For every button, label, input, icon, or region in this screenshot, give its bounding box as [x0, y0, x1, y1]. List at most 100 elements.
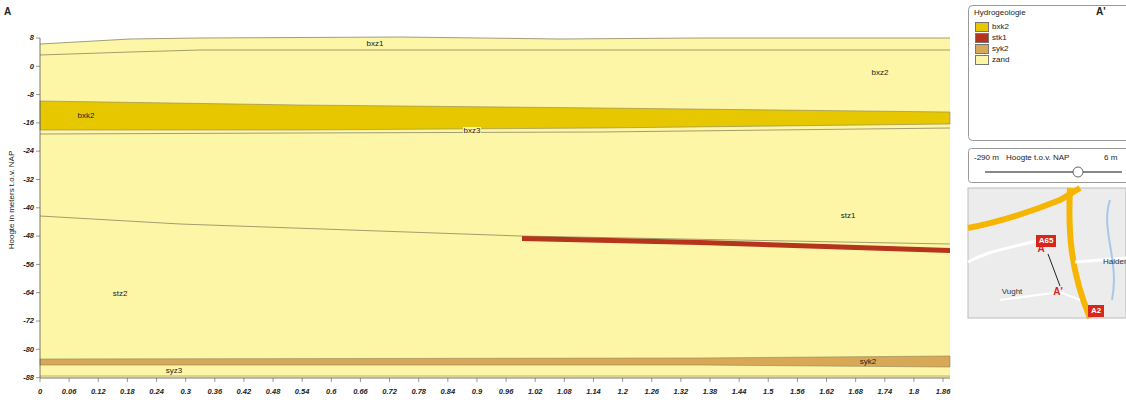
axis-tick-mark: [331, 378, 332, 382]
axis-tick-mark: [709, 378, 710, 382]
axis-tick-mark: [651, 378, 652, 382]
road-number: A65: [1039, 236, 1054, 245]
axis-tick-mark: [739, 378, 740, 382]
axis-tick: 1.26: [644, 388, 659, 396]
axis-tick: 8: [30, 34, 34, 42]
layer-label: bxk2: [78, 112, 95, 120]
map-marker: A': [1053, 287, 1063, 297]
layer-label: stz2: [113, 290, 128, 298]
axis-tick-mark: [36, 207, 40, 208]
axis-tick-mark: [36, 38, 40, 39]
axis-tick-mark: [447, 378, 448, 382]
axis-tick: 0.12: [91, 388, 106, 396]
axis-tick-mark: [156, 378, 157, 382]
road-number: A2: [1091, 306, 1101, 315]
axis-tick: -56: [23, 261, 34, 269]
axis-tick-mark: [36, 66, 40, 67]
axis-tick: 0.96: [499, 388, 514, 396]
axis-tick: -64: [23, 289, 34, 297]
axis-tick: -88: [23, 374, 34, 382]
axis-tick-mark: [389, 378, 390, 382]
axis-tick: -72: [23, 317, 34, 325]
legend-text: zand: [992, 56, 1009, 64]
section-end: A: [4, 7, 11, 17]
axis-tick: 1.14: [586, 388, 601, 396]
layer-label: stz1: [841, 212, 856, 220]
axis-tick-mark: [243, 378, 244, 382]
place-name: Vught: [1002, 288, 1023, 296]
axis-tick: 0.42: [237, 388, 252, 396]
axis-tick-mark: [622, 378, 623, 382]
axis-tick: 0.6: [326, 388, 336, 396]
slider-max: 6 m: [1104, 154, 1117, 162]
axis-tick-mark: [476, 378, 477, 382]
axis-tick-mark: [418, 378, 419, 382]
axis-tick: 0.3: [180, 388, 190, 396]
axis-tick: 1.32: [674, 388, 689, 396]
axis-tick: 1.56: [790, 388, 805, 396]
axis-tick: 0: [30, 63, 34, 71]
axis-tick: -16: [23, 119, 34, 127]
axis-tick: 1.44: [732, 388, 747, 396]
slider-min: -290 m: [974, 154, 999, 162]
axis-tick: -8: [27, 91, 34, 99]
legend-swatch: [975, 55, 989, 65]
axis-tick-mark: [40, 378, 41, 382]
axis-tick-mark: [36, 179, 40, 180]
axis-tick-mark: [36, 321, 40, 322]
legend-swatch: [975, 33, 989, 43]
axis-tick: 0.84: [441, 388, 456, 396]
axis-tick: 0.78: [411, 388, 426, 396]
legend-swatch: [975, 44, 989, 54]
axis-tick-mark: [36, 377, 40, 378]
axis-tick-mark: [913, 378, 914, 382]
axis-tick: 0.24: [149, 388, 164, 396]
layer-label: bxz3: [463, 127, 482, 135]
axis-tick: 1.68: [848, 388, 863, 396]
axis-tick-mark: [506, 378, 507, 382]
axis-tick: 1.08: [557, 388, 572, 396]
axis-tick-mark: [564, 378, 565, 382]
legend-title: Hydrogeologie: [974, 9, 1026, 17]
axis-tick: 1.8: [909, 388, 919, 396]
axis-tick: 1.38: [703, 388, 718, 396]
axis-tick-mark: [98, 378, 99, 382]
axis-tick: -24: [23, 147, 34, 155]
axis-tick: 0.9: [472, 388, 482, 396]
axis-tick: 1.74: [877, 388, 892, 396]
axis-tick-mark: [855, 378, 856, 382]
axis-tick-mark: [535, 378, 536, 382]
axis-tick-mark: [36, 236, 40, 237]
axis-tick: 0.06: [62, 388, 77, 396]
axis-tick: 0.36: [207, 388, 222, 396]
axis-tick-mark: [273, 378, 274, 382]
axis-tick-mark: [36, 94, 40, 95]
legend-text: stk1: [992, 34, 1007, 42]
axis-tick: -32: [23, 176, 34, 184]
axis-tick-mark: [127, 378, 128, 382]
axis-tick-mark: [768, 378, 769, 382]
axis-tick: 0.54: [295, 388, 310, 396]
axis-tick: 1.2: [617, 388, 627, 396]
layer-label: syk2: [859, 358, 877, 366]
axis-tick-mark: [826, 378, 827, 382]
axis-tick: 0.72: [382, 388, 397, 396]
axis-tick: 0: [38, 388, 42, 396]
axis-tick: 1.62: [819, 388, 834, 396]
axis-tick: 0.18: [120, 388, 135, 396]
axis-tick: -48: [23, 232, 34, 240]
section-end: A': [1096, 7, 1106, 17]
axis-tick-mark: [360, 378, 361, 382]
legend-swatch: [975, 22, 989, 32]
axis-tick: 1.02: [528, 388, 543, 396]
axis-tick-mark: [302, 378, 303, 382]
axis-tick-mark: [797, 378, 798, 382]
axis-tick-mark: [69, 378, 70, 382]
axis-tick-mark: [36, 151, 40, 152]
axis-tick: -80: [23, 346, 34, 354]
axis-tick-mark: [185, 378, 186, 382]
layer-label: bxz2: [872, 69, 889, 77]
axis-tick: 1.5: [763, 388, 773, 396]
